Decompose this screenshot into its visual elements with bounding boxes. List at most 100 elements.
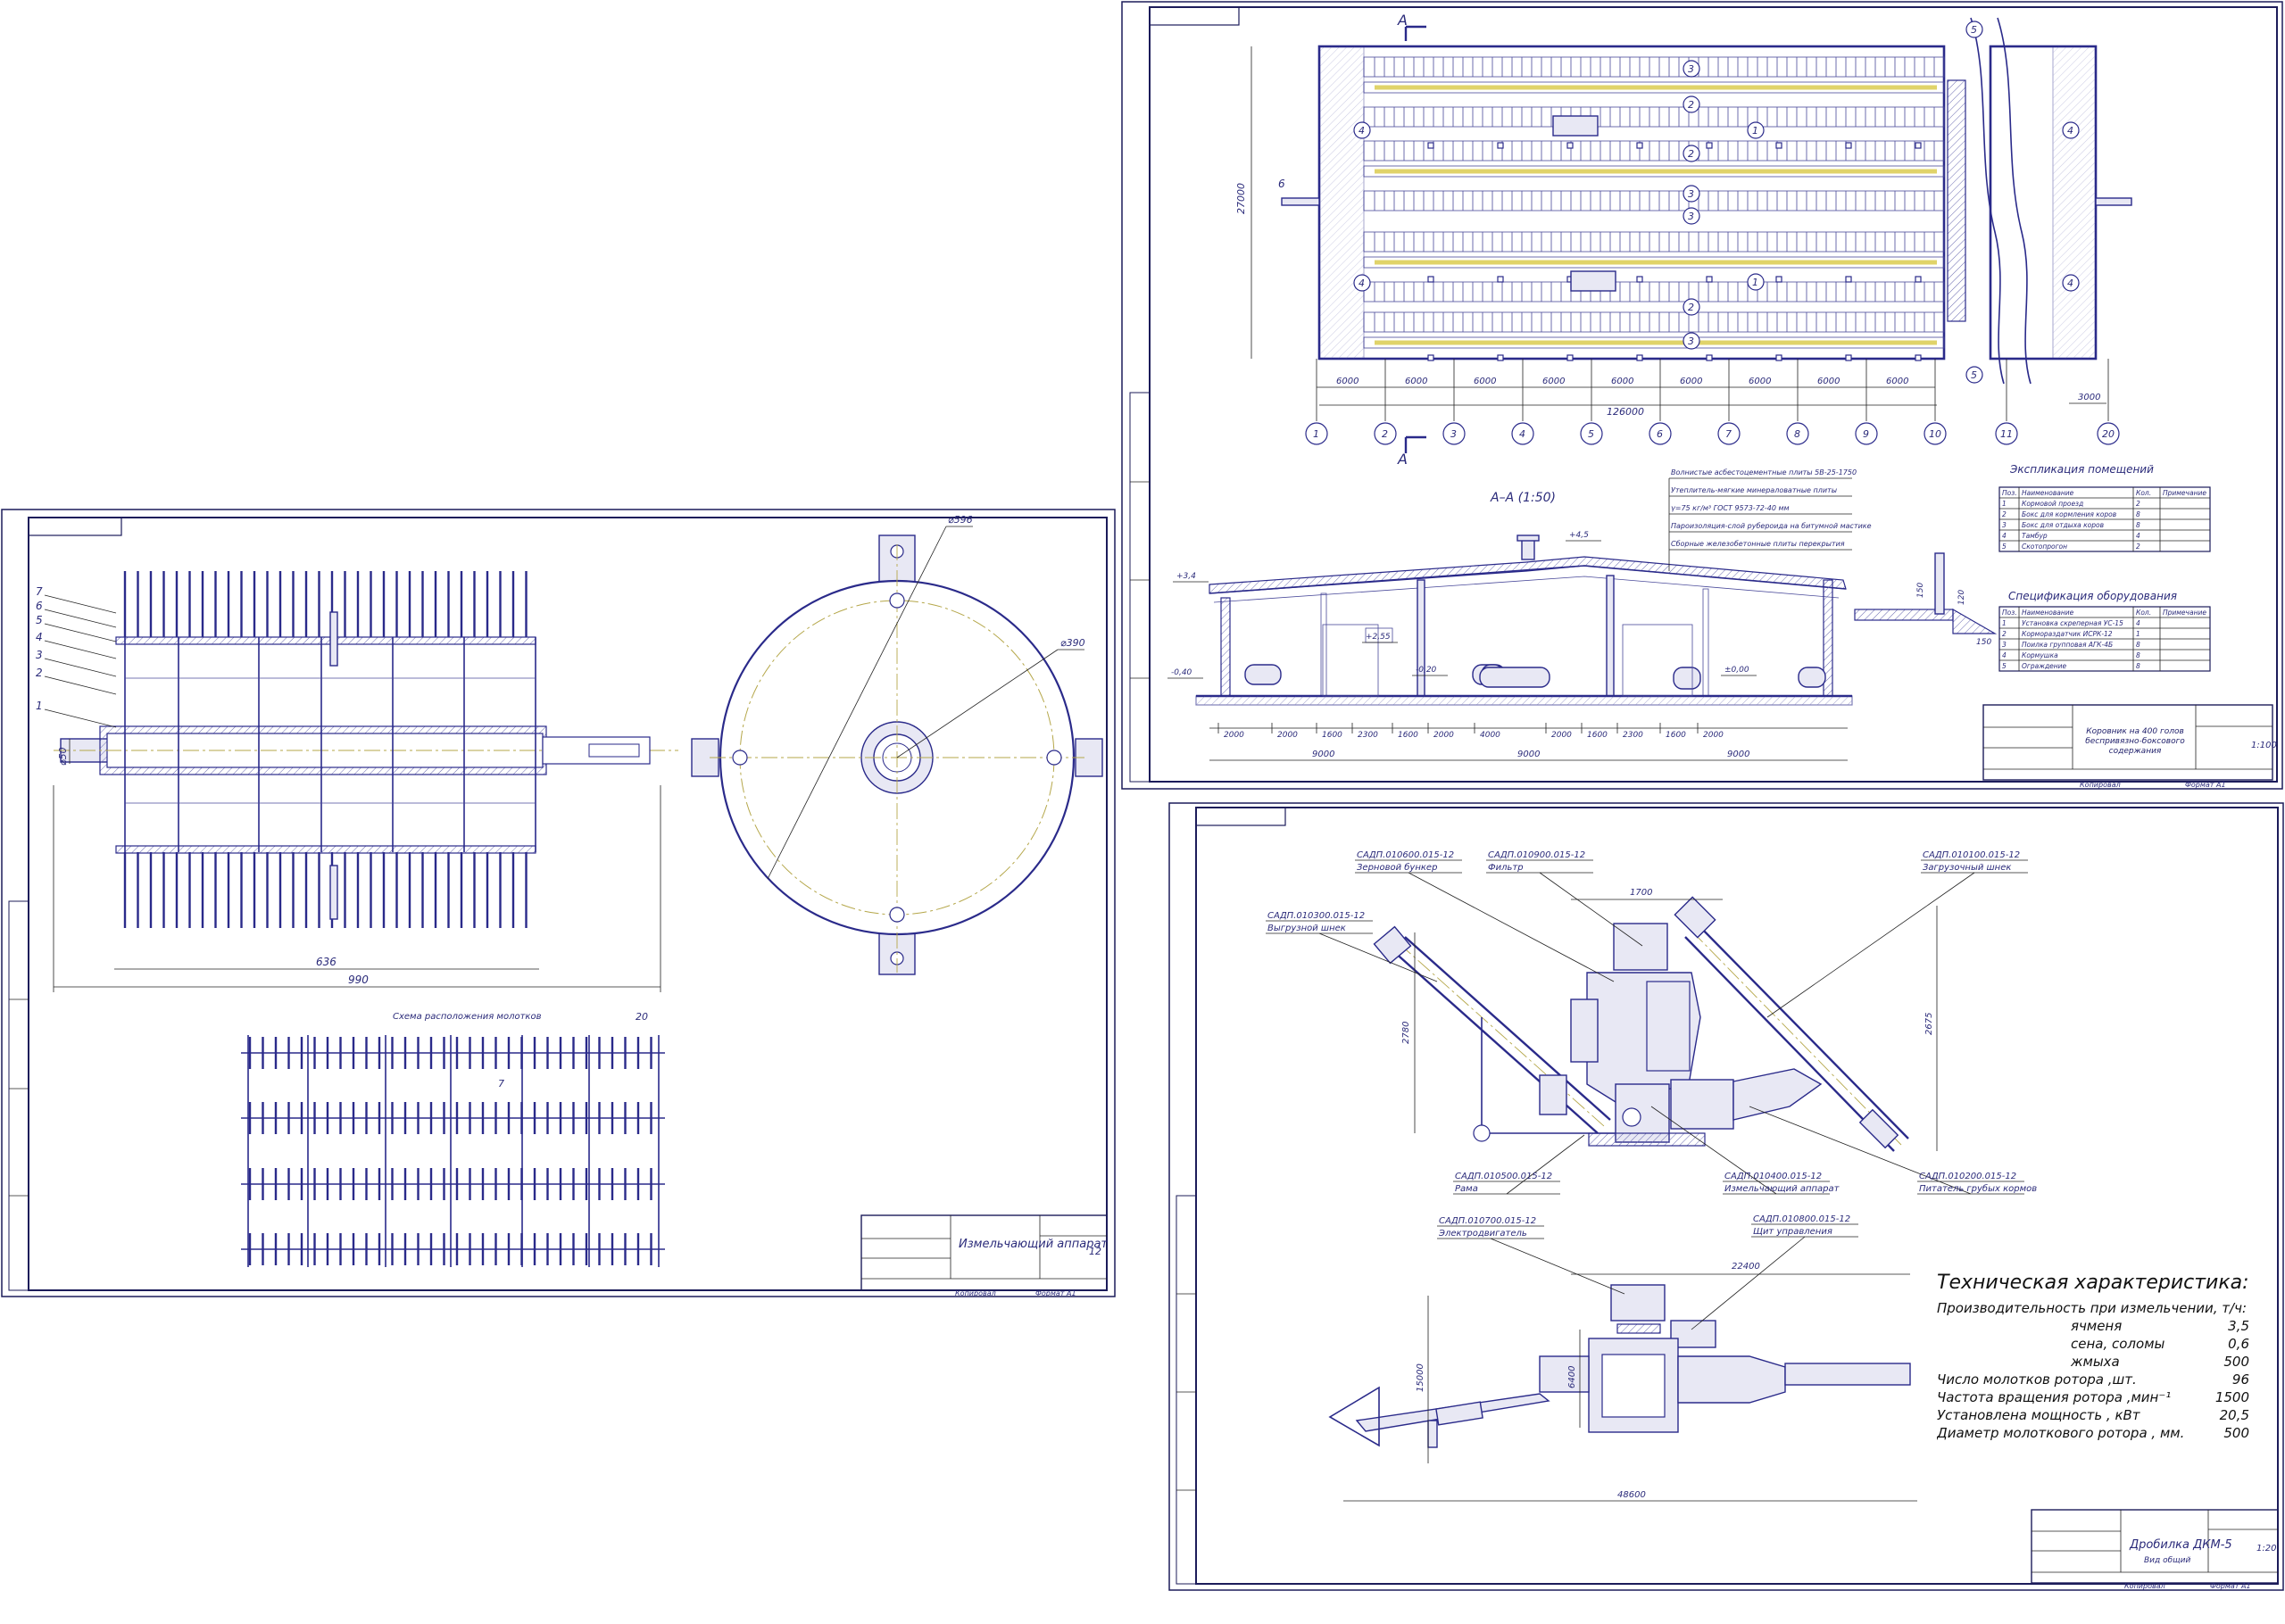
section-dim-label: 2000 (1703, 731, 1724, 740)
sheet-crusher: 1700 2780 2675 22400 6400 15000 (1168, 802, 2284, 1591)
sheet-crusher-title-block: Дробилка ДКМ-5 Вид общий 1:20 Копировал … (2031, 1509, 2279, 1590)
span-dim-label: 6000 (1611, 377, 1633, 386)
rotor-label-leader (44, 609, 117, 628)
plan-mark-2: 2 (1688, 302, 1694, 313)
sheet-crusher-side-strip (1176, 1195, 1197, 1585)
barn-stamp-format: Формат А1 (2185, 781, 2226, 789)
table-cell: 8 (2136, 521, 2140, 529)
table-cell: 2 (2002, 510, 2007, 518)
span-dim-label: 6000 (1817, 377, 1840, 386)
level-mark: +3,4 (1176, 572, 1196, 581)
tech-spec-value: 500 (2223, 1425, 2249, 1441)
axis-bubble (1786, 422, 1809, 445)
table-cell: 1 (2002, 500, 2007, 508)
span-dim-label: 6000 (1336, 377, 1359, 386)
rotor-label-5: 5 (36, 614, 43, 626)
span-dim-label: 6000 (1474, 377, 1496, 386)
dim-d390-label: ⌀390 (1060, 637, 1085, 649)
hammer-stamp-copy: Копировал (955, 1289, 996, 1297)
plan-mark-4: 4 (1359, 125, 1365, 137)
section-dim2-label: 9000 (1312, 750, 1334, 759)
table-cell: 1 (2002, 619, 2007, 627)
detail-dim-150: 150 (1916, 583, 1925, 598)
section-dim-label: 2000 (1224, 731, 1244, 740)
rotor-label-leader (44, 640, 117, 659)
table-cell: 4 (2136, 619, 2140, 627)
plan-mark-circle (1353, 121, 1371, 139)
column (1497, 142, 1504, 149)
table-cell: 5 (2002, 662, 2007, 670)
dim-15000: 15000 (1416, 1363, 1425, 1392)
roof-note: γ=75 кг/м³ ГОСТ 9573-72-40 мм (1671, 504, 1790, 512)
callout-name: Электродвигатель (1438, 1229, 1527, 1239)
plan-mark-circle (1683, 60, 1700, 78)
plan-mark-4: 4 (2067, 278, 2073, 289)
hammers-top (123, 571, 528, 637)
plan-mark-circle (2062, 121, 2080, 139)
barn-title: Коровник на 400 голов беспривязно-боксов… (2085, 727, 2185, 756)
column (1775, 142, 1782, 149)
axis-7: 7 (1725, 428, 1732, 440)
table-cell: Ограждение (2022, 662, 2067, 670)
barn-scale: 1:100 (2251, 741, 2277, 750)
callout-code: САДП.010800.015-12 (1753, 1214, 1850, 1224)
column (1427, 276, 1434, 283)
roof-notes: Волнистые асбестоцементные плиты 5В-25-1… (1668, 468, 1872, 571)
sheet-hammer-side-strip (8, 900, 29, 1291)
column (1636, 354, 1643, 361)
axis-bubble (1511, 422, 1534, 445)
column (1427, 142, 1434, 149)
tech-spec-label: сена, соломы (2071, 1336, 2165, 1352)
section-dim-label: 2000 (1551, 731, 1572, 740)
roof-note: Пароизоляция-слой рубероида на битумной … (1671, 522, 1872, 530)
column (1775, 354, 1782, 361)
section-feeder (1479, 667, 1550, 688)
callout-code: САДП.010600.015-12 (1357, 850, 1454, 860)
column (1845, 354, 1852, 361)
column (1706, 142, 1713, 149)
section-dim-label: 1600 (1587, 731, 1608, 740)
callout-leader (1766, 872, 1975, 1018)
rotor-label-leader (44, 658, 117, 677)
column (1706, 276, 1713, 283)
axis-9: 9 (1863, 428, 1869, 440)
feeder-mixer (1552, 115, 1599, 137)
callout-name: Измельчающий аппарат (1724, 1184, 1840, 1194)
equip-title: Спецификация оборудования (2008, 590, 2177, 602)
axis-bubble (1649, 422, 1672, 445)
section-drinker (1673, 667, 1701, 690)
plan-mark-circle (1683, 95, 1700, 113)
table-head-cell: Кол. (2136, 609, 2151, 617)
callout-name: Рама (1455, 1184, 1478, 1194)
roof-detail: 150 120 150 (1854, 552, 1998, 647)
section-wall-left (1220, 597, 1231, 697)
column (1706, 354, 1713, 361)
span-dim-label: 6000 (1405, 377, 1427, 386)
rotor-label-6: 6 (36, 600, 43, 612)
rough-feed-feeder (1670, 1079, 1734, 1130)
sheet-barn-side-strip (1129, 392, 1151, 783)
dim-d596-leader (767, 526, 947, 880)
axis-bubble (1855, 422, 1878, 445)
plan-mark-circle (1353, 274, 1371, 292)
axis-8: 8 (1794, 428, 1800, 440)
sheet-crusher-border (1168, 802, 2284, 1591)
axis-1: 1 (1313, 428, 1319, 440)
rotor-label-leader (44, 708, 117, 728)
table-head-cell: Примечание (2163, 489, 2206, 497)
table-cell: 8 (2136, 641, 2140, 649)
column (1915, 354, 1922, 361)
dim-636-label: 636 (316, 956, 337, 968)
section-dim-label: 2000 (1433, 731, 1454, 740)
axis-3: 3 (1450, 428, 1457, 440)
axis-10: 10 (1929, 428, 1941, 440)
span-dim-label: 6000 (1886, 377, 1908, 386)
plan-mark-3: 3 (1688, 63, 1694, 75)
tech-spec-label: Число молотков ротора ,шт. (1937, 1371, 2137, 1388)
